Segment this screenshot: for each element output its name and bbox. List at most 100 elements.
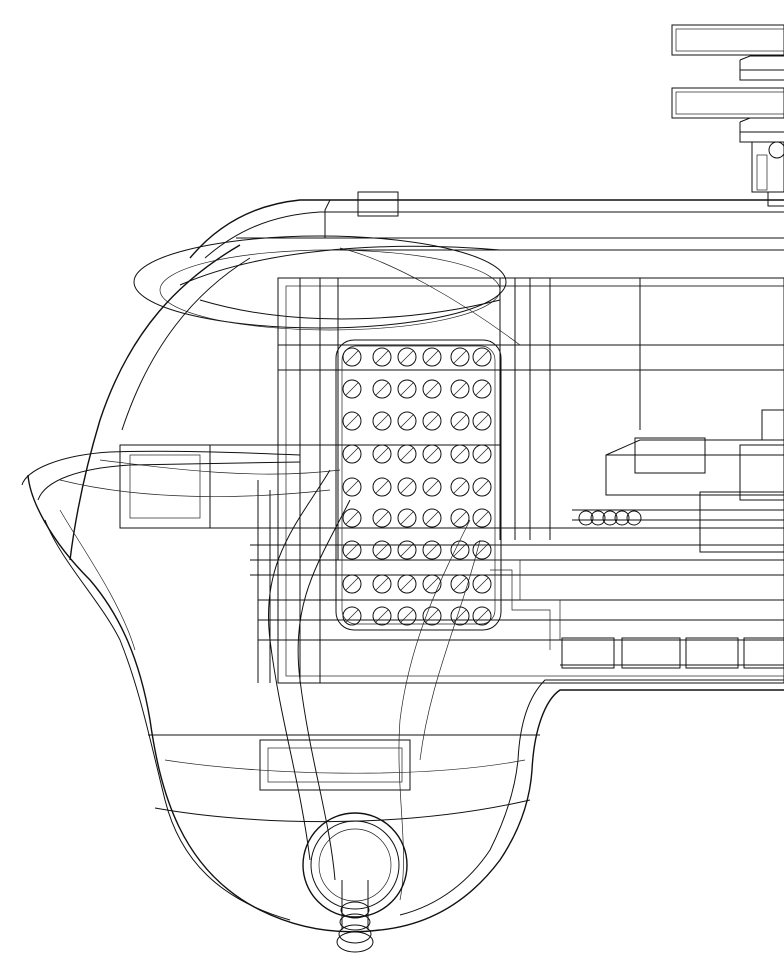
- coil-slash: [475, 447, 489, 461]
- coil-slash: [475, 480, 489, 494]
- coil-slash: [400, 511, 414, 525]
- coil-slash: [453, 447, 467, 461]
- coil-circle: [450, 574, 470, 594]
- coil-circle: [422, 477, 442, 497]
- coil-slash: [400, 447, 414, 461]
- coil-slash: [475, 350, 489, 364]
- coil-circle: [472, 379, 492, 399]
- coil-slash: [375, 543, 389, 557]
- coil-circle: [372, 508, 392, 528]
- outer-shell-base: [148, 679, 784, 931]
- coil-slash: [400, 577, 414, 591]
- coil-slash: [453, 480, 467, 494]
- housing-top-cap: [189, 191, 784, 287]
- coil-slash: [375, 577, 389, 591]
- coil-slash: [400, 543, 414, 557]
- coil-slash: [475, 511, 489, 525]
- coil-circle: [422, 347, 442, 367]
- coil-circle: [397, 347, 417, 367]
- coil-circle: [342, 574, 362, 594]
- right-mechanism: [480, 409, 784, 669]
- coil-slash: [345, 447, 359, 461]
- coil-circle: [450, 347, 470, 367]
- coil-circle: [342, 540, 362, 560]
- coil-slash: [375, 447, 389, 461]
- coil-circle: [422, 411, 442, 431]
- internal-frame: [119, 277, 784, 791]
- coil-circle: [450, 444, 470, 464]
- coil-slash: [475, 577, 489, 591]
- coil-circle: [342, 606, 362, 626]
- coil-slash: [425, 350, 439, 364]
- coil-circle: [372, 444, 392, 464]
- coil-slash: [453, 511, 467, 525]
- coil-circle: [372, 347, 392, 367]
- coil-circle: [342, 411, 362, 431]
- coil-slash: [400, 480, 414, 494]
- coil-circle: [397, 411, 417, 431]
- coil-slash: [400, 414, 414, 428]
- coil-slash: [425, 414, 439, 428]
- coil-slash: [453, 543, 467, 557]
- coil-circle: [342, 379, 362, 399]
- coil-slash: [453, 414, 467, 428]
- coil-slash: [425, 577, 439, 591]
- coil-circle: [342, 477, 362, 497]
- coil-cells: [342, 347, 492, 626]
- coil-slash: [400, 350, 414, 364]
- outer-shell-left: [21, 244, 381, 933]
- coil-circle: [397, 444, 417, 464]
- coil-circle: [397, 379, 417, 399]
- coil-slash: [425, 609, 439, 623]
- coil-slash: [425, 543, 439, 557]
- coil-circle: [372, 574, 392, 594]
- coil-circle: [397, 508, 417, 528]
- coil-circle: [397, 477, 417, 497]
- coil-circle: [422, 540, 442, 560]
- coil-circle: [472, 508, 492, 528]
- coil-slash: [375, 350, 389, 364]
- coil-grid: [335, 339, 502, 631]
- coil-slash: [475, 414, 489, 428]
- coil-circle: [422, 379, 442, 399]
- coil-circle: [472, 574, 492, 594]
- elliptical-rings: [133, 235, 521, 346]
- coil-circle: [450, 477, 470, 497]
- coil-slash: [453, 382, 467, 396]
- coil-circle: [397, 574, 417, 594]
- coil-circle: [422, 444, 442, 464]
- coil-circle: [397, 606, 417, 626]
- coil-slash: [345, 480, 359, 494]
- coil-slash: [475, 609, 489, 623]
- coil-circle: [372, 379, 392, 399]
- coil-slash: [453, 350, 467, 364]
- coil-circle: [342, 347, 362, 367]
- coil-slash: [345, 543, 359, 557]
- interior-curves: [59, 459, 481, 901]
- coil-slash: [375, 480, 389, 494]
- coil-slash: [345, 511, 359, 525]
- coil-circle: [372, 411, 392, 431]
- coil-slash: [345, 382, 359, 396]
- coil-circle: [450, 379, 470, 399]
- coil-circle: [472, 411, 492, 431]
- coil-circle: [472, 347, 492, 367]
- coil-circle: [472, 540, 492, 560]
- coil-slash: [345, 414, 359, 428]
- coil-slash: [475, 382, 489, 396]
- coil-circle: [422, 508, 442, 528]
- coil-slash: [400, 382, 414, 396]
- coil-circle: [342, 444, 362, 464]
- coil-slash: [375, 382, 389, 396]
- top-bracket-assembly: [671, 24, 784, 207]
- coil-circle: [450, 411, 470, 431]
- coil-circle: [472, 444, 492, 464]
- bottom-stem: [302, 812, 408, 953]
- coil-circle: [472, 477, 492, 497]
- coil-slash: [453, 577, 467, 591]
- coil-slash: [475, 543, 489, 557]
- coil-slash: [345, 350, 359, 364]
- coil-slash: [345, 609, 359, 623]
